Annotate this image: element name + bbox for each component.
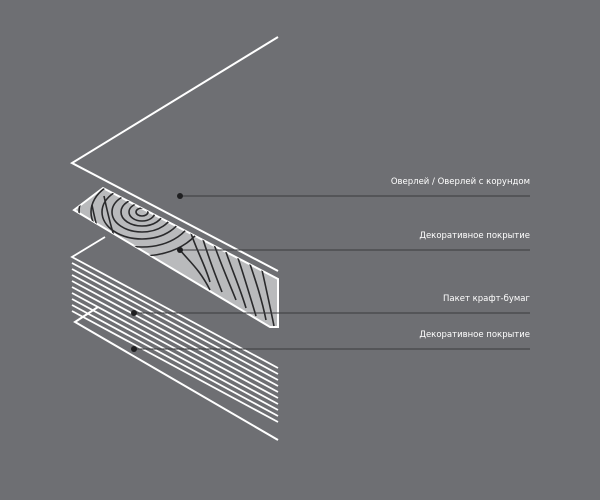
- label-kraft: Пакет крафт-бумаг: [443, 294, 531, 304]
- callout-decor-bottom: Декоративное покрытие: [131, 330, 530, 352]
- callout-dot: [131, 346, 137, 352]
- decor-bottom-layer: [73, 306, 279, 441]
- callout-dot: [177, 193, 183, 199]
- label-overlay: Оверлей / Оверлей с корундом: [391, 177, 530, 187]
- kraft-layer: [70, 236, 279, 423]
- label-decor-top: Декоративное покрытие: [419, 231, 530, 241]
- callout-dot: [177, 247, 183, 253]
- callout-dot: [131, 310, 137, 316]
- label-decor-bottom: Декоративное покрытие: [419, 330, 530, 340]
- decor-top-layer: [72, 186, 279, 328]
- callout-overlay: Оверлей / Оверлей с корундом: [177, 177, 530, 199]
- callout-decor-top: Декоративное покрытие: [177, 231, 530, 253]
- overlay-layer: [69, 36, 279, 272]
- callout-kraft: Пакет крафт-бумаг: [131, 294, 531, 316]
